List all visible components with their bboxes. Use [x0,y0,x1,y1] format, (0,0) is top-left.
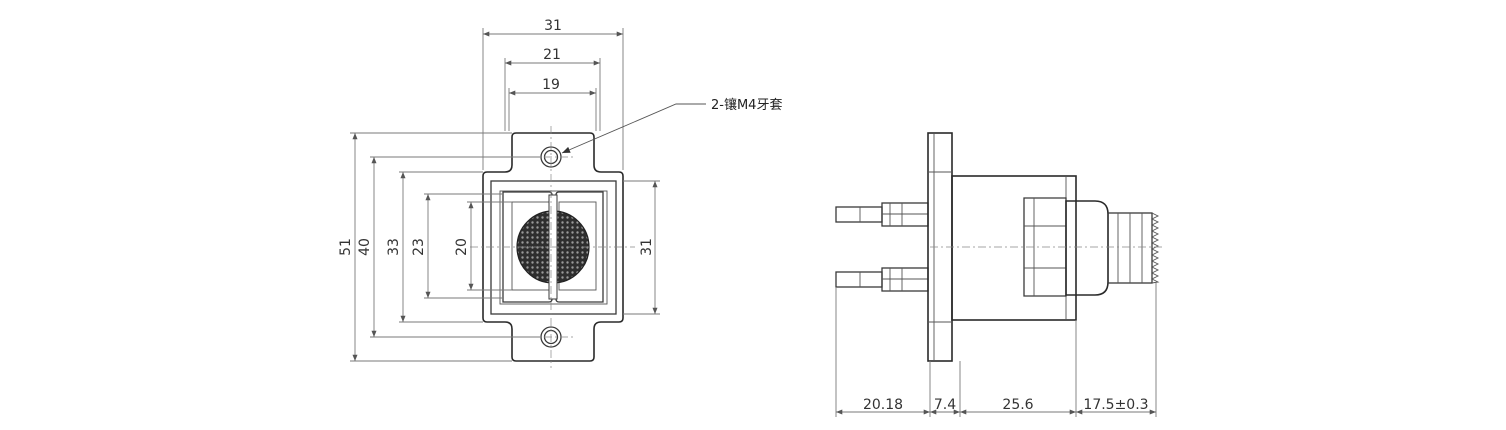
dim-length-flange: 7.4 [934,397,956,413]
side-view: 20.18 7.4 25.6 17.5±0.3 [835,132,1165,417]
front-body-inner [499,190,608,305]
dim-length-body: 25.6 [1002,397,1033,413]
flange-outline [482,132,624,362]
side-body [951,175,1077,321]
front-body [490,180,617,315]
dim-width-overall: 31 [544,18,562,34]
dim-width-inner: 19 [542,77,560,93]
pin-lower [835,267,929,292]
dim-height-20: 20 [454,238,470,256]
callout-insert-note: 2-镶M4牙套 [711,97,782,113]
dim-height-40: 40 [357,238,373,256]
dim-length-rear: 17.5±0.3 [1083,397,1148,413]
dim-length-pins: 20.18 [863,397,903,413]
dim-height-23: 23 [411,238,427,256]
dim-height-right: 31 [639,238,655,256]
rear-cap [1065,200,1109,296]
pin-upper [835,202,929,227]
dim-width-mid: 21 [543,47,561,63]
rear-latch [1023,197,1067,297]
rear-cable [1107,212,1160,284]
dim-height-overall: 51 [338,238,354,256]
front-view: 31 21 19 51 40 33 23 [338,18,782,368]
dim-height-33: 33 [386,238,402,256]
